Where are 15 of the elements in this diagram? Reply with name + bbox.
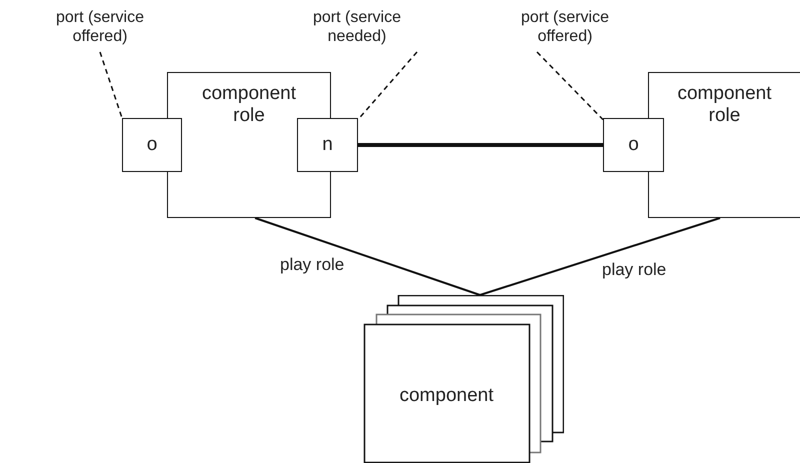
port-box: o: [122, 118, 182, 172]
connector-line: [480, 217, 720, 296]
component-label: component: [398, 385, 494, 407]
port-label: port (service offered): [495, 8, 635, 52]
leader-line: [536, 51, 604, 120]
edge-label: play role: [278, 255, 346, 275]
port-box: o: [603, 118, 664, 172]
port-label: port (service offered): [30, 8, 170, 52]
port-box: n: [297, 118, 358, 172]
leader-line: [99, 52, 123, 118]
component-role-box: component role: [648, 72, 800, 218]
connector-line: [254, 217, 480, 296]
connector-line: [358, 143, 603, 147]
port-label: port (service needed): [282, 8, 432, 52]
edge-label: play role: [600, 260, 668, 280]
